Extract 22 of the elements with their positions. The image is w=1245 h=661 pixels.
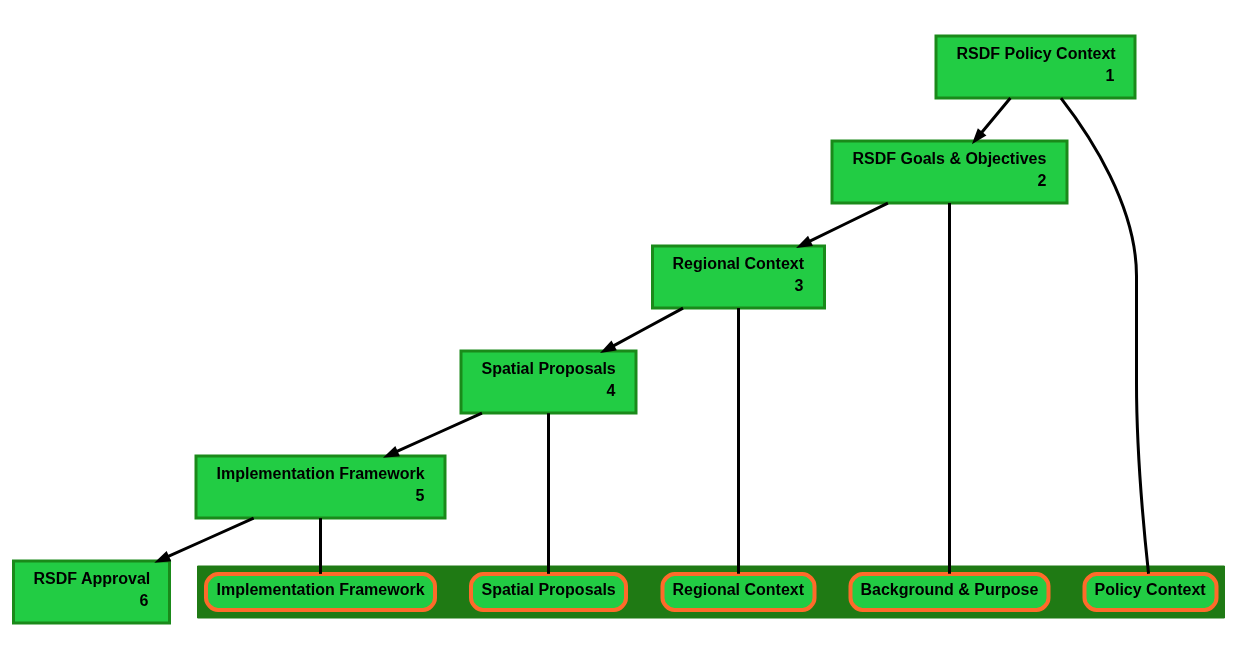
arrow — [971, 96, 1012, 144]
connector — [736, 307, 740, 574]
node-box: Regional Context — [660, 571, 816, 612]
connector — [1059, 96, 1150, 574]
cluster — [196, 565, 1225, 618]
node-box: RSDF Approval 6 — [11, 559, 171, 624]
arrow — [795, 201, 889, 248]
connector — [546, 412, 550, 574]
arrow — [153, 516, 254, 563]
node-box: Implementation Framework — [203, 571, 437, 612]
node-box: Implementation Framework 5 — [194, 454, 446, 519]
node-box: RSDF Goals & Objectives 2 — [830, 139, 1068, 204]
node-box: Spatial Proposals 4 — [459, 349, 637, 414]
arrow — [599, 306, 684, 353]
node-box: RSDF Policy Context 1 — [934, 34, 1136, 99]
connector — [318, 517, 322, 574]
connector — [947, 202, 951, 574]
node-box: Regional Context 3 — [650, 244, 826, 309]
node-box: Spatial Proposals — [468, 571, 628, 612]
node-box: Background & Purpose — [848, 571, 1050, 612]
node-box: Policy Context — [1082, 571, 1218, 612]
arrow — [382, 411, 483, 458]
